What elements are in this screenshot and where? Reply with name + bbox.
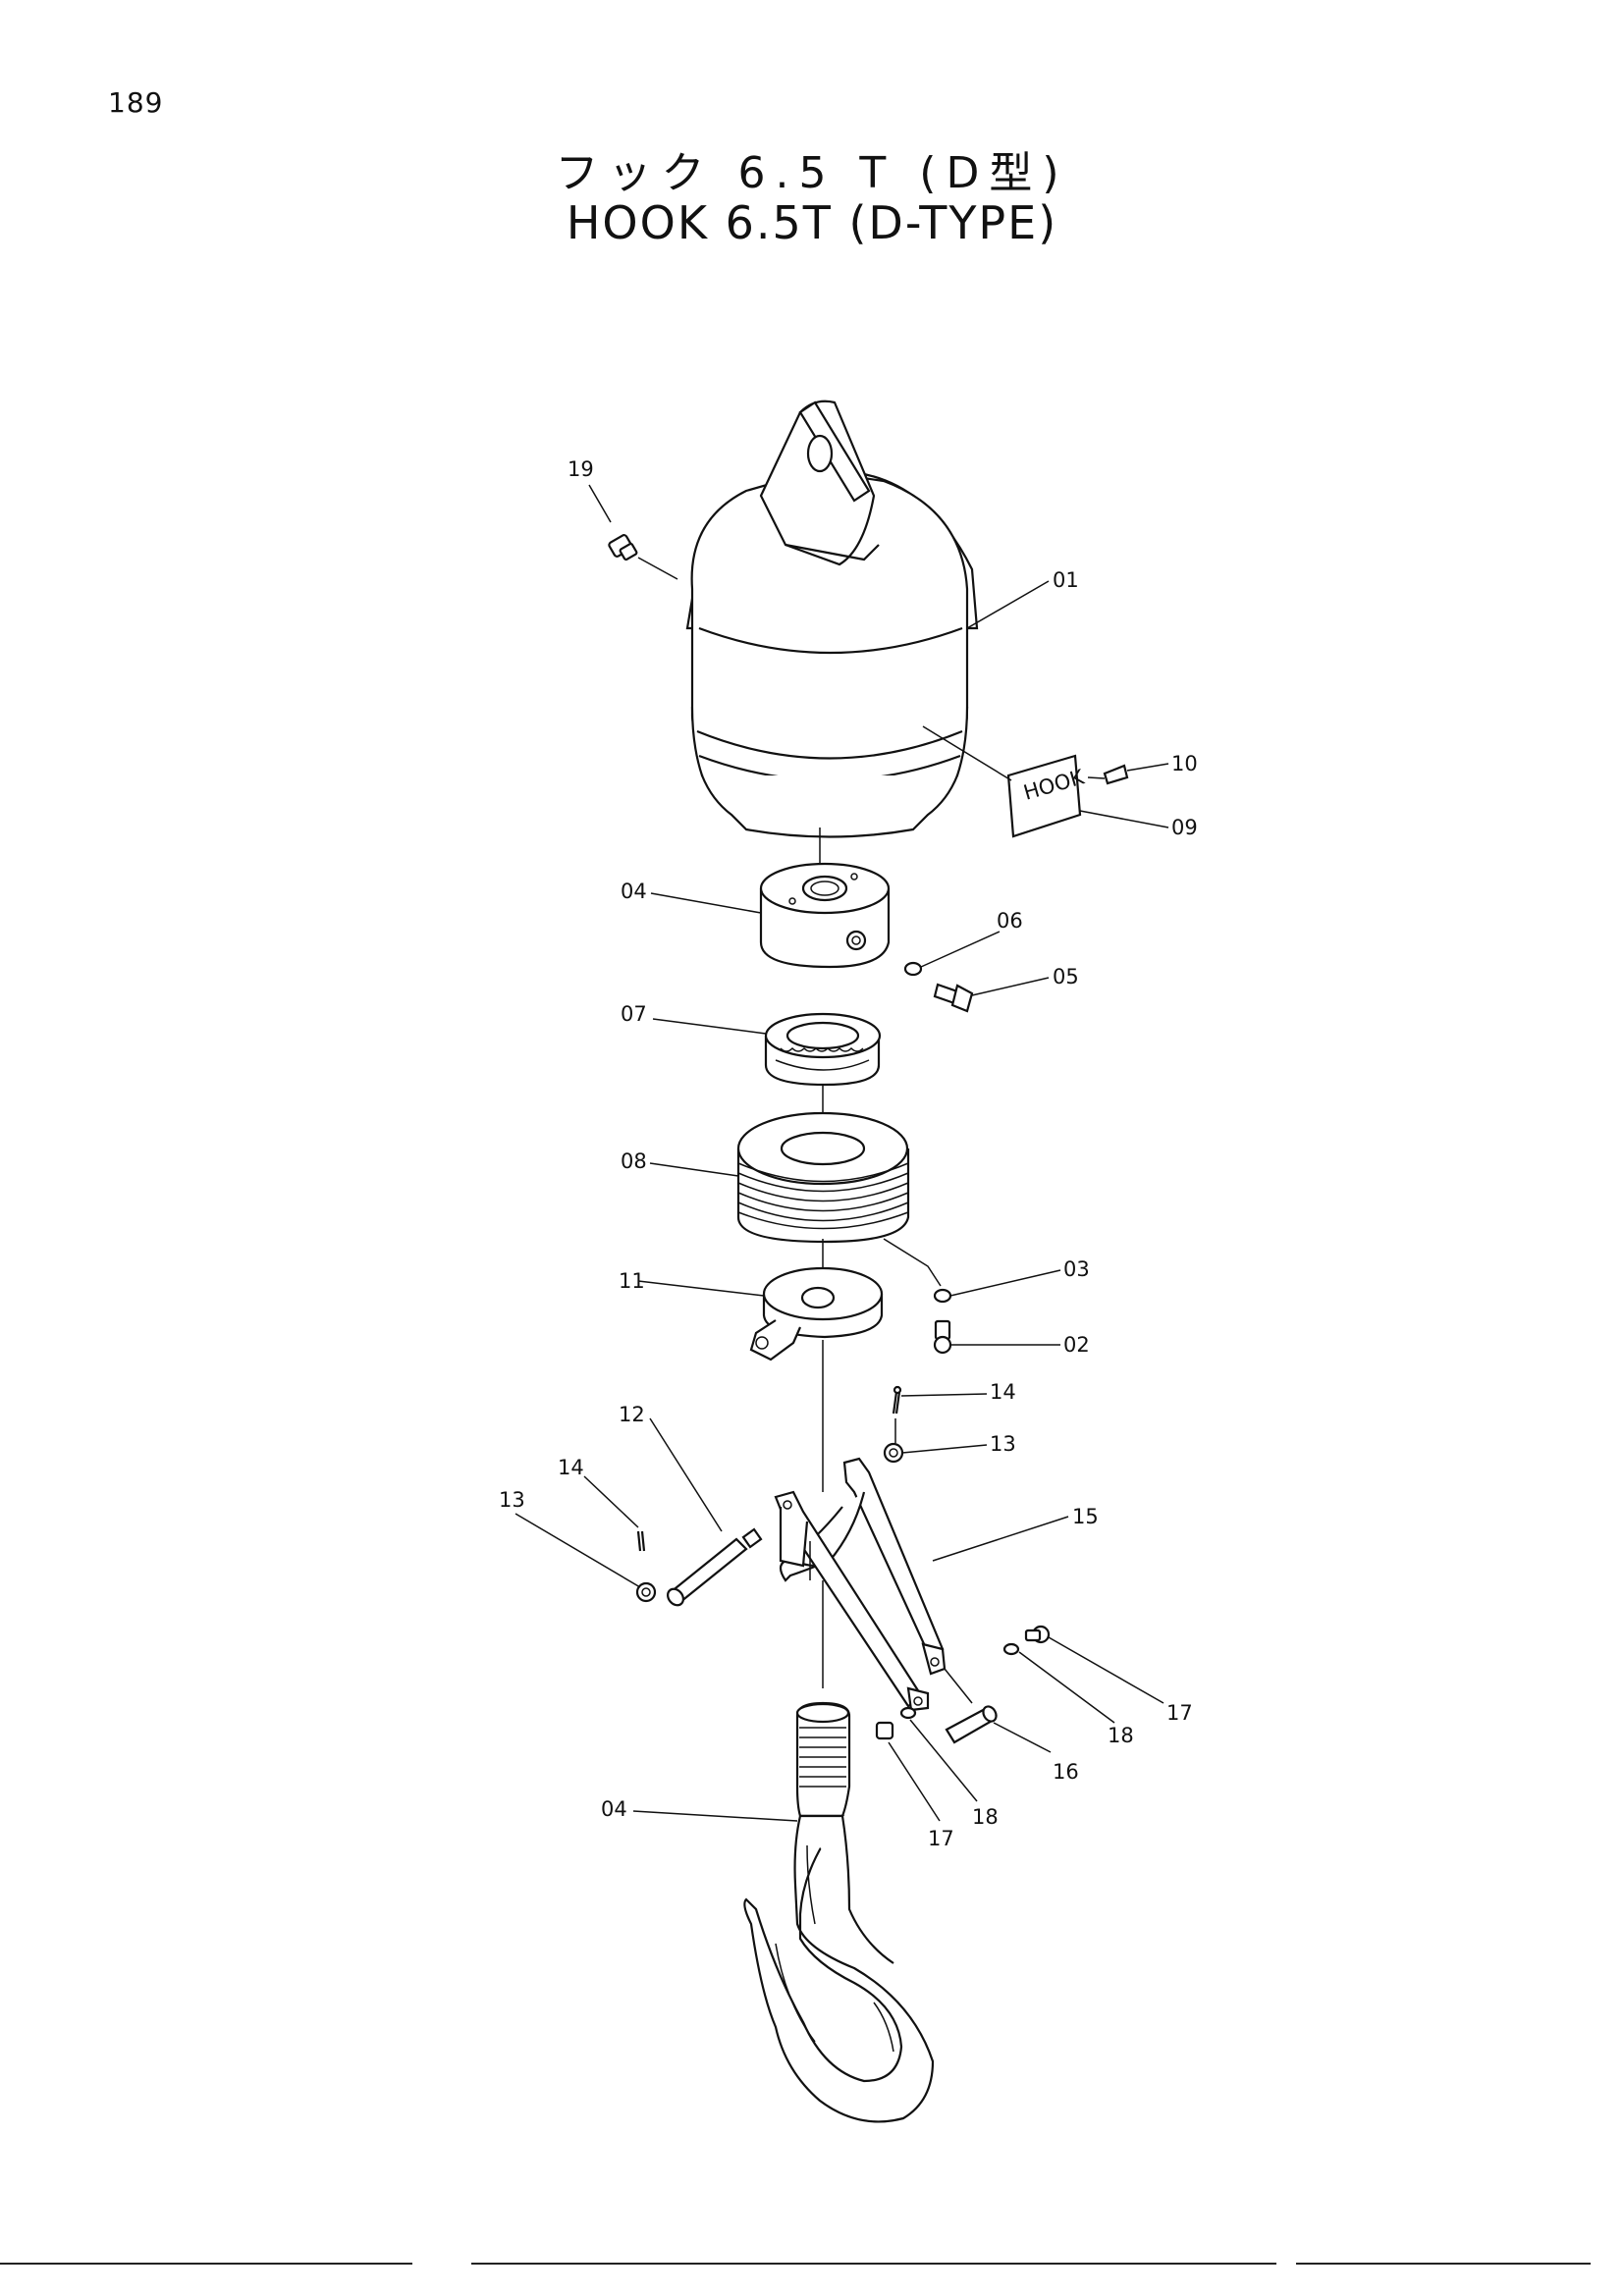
callout-12: 12 — [619, 1403, 645, 1426]
sheave — [736, 1085, 942, 1287]
bottom-rule-center — [471, 2263, 1276, 2265]
cotter-pin — [892, 1385, 902, 1415]
small-washer — [933, 1288, 952, 1304]
callout-14-right: 14 — [990, 1380, 1016, 1404]
callout-01: 01 — [1053, 568, 1079, 592]
callout-05: 05 — [1053, 965, 1079, 988]
page-number: 189 — [108, 86, 164, 119]
bottom-rule-right — [1296, 2263, 1591, 2265]
spacer-pin — [944, 1668, 998, 1744]
grease-nipple — [608, 534, 678, 580]
lower-plate — [749, 1266, 884, 1492]
set-bolt — [933, 983, 974, 1013]
callout-04-nut: 04 — [621, 880, 647, 903]
small-bolt — [933, 1319, 952, 1355]
callout-08: 08 — [621, 1149, 647, 1173]
callout-09: 09 — [1171, 816, 1198, 839]
page-title-english: HOOK 6.5T (D-TYPE) — [566, 196, 1058, 249]
callout-13-left: 13 — [499, 1488, 525, 1512]
callout-18-lower: 18 — [972, 1805, 999, 1829]
callout-10: 10 — [1171, 752, 1198, 775]
callout-17-right: 17 — [1166, 1701, 1193, 1725]
callout-15: 15 — [1072, 1505, 1099, 1528]
washer-lower — [899, 1706, 917, 1720]
cotter-pin-left — [636, 1530, 646, 1552]
callout-11: 11 — [619, 1269, 645, 1293]
callout-06: 06 — [997, 909, 1023, 933]
callout-07: 07 — [621, 1002, 647, 1026]
bolt-lower — [875, 1721, 894, 1740]
latch-lever — [779, 1457, 947, 1676]
callout-02: 02 — [1063, 1333, 1090, 1357]
lock-washer — [903, 961, 923, 977]
callout-17-lower: 17 — [928, 1827, 954, 1850]
callout-18-right: 18 — [1108, 1724, 1134, 1747]
castle-nut — [883, 1418, 904, 1464]
callout-13-right: 13 — [990, 1432, 1016, 1456]
bottom-rule-left — [0, 2263, 412, 2265]
hook-nut — [759, 862, 891, 969]
hook-block-body — [685, 400, 979, 883]
callout-04-hook: 04 — [601, 1797, 627, 1821]
latch-pin — [667, 1527, 763, 1607]
thrust-bearing — [764, 1012, 882, 1087]
latch-link — [774, 1490, 930, 1712]
callout-03: 03 — [1063, 1257, 1090, 1281]
callout-16: 16 — [1053, 1760, 1079, 1784]
callout-19: 19 — [568, 457, 594, 481]
callout-14-left: 14 — [558, 1456, 584, 1479]
name-plate: HOOK — [1006, 754, 1088, 838]
castle-nut-left — [635, 1581, 657, 1603]
hook — [743, 1701, 935, 2123]
name-plate-screw — [1087, 764, 1129, 785]
bolt-right — [1024, 1625, 1051, 1644]
page-title-japanese: フック 6.5 T (D型) — [555, 148, 1069, 198]
leader-lines — [514, 484, 1169, 1822]
callout-labels: 19 01 10 09 04 06 05 07 08 03 11 02 14 1… — [499, 457, 1198, 1850]
washer-right — [1002, 1642, 1020, 1656]
